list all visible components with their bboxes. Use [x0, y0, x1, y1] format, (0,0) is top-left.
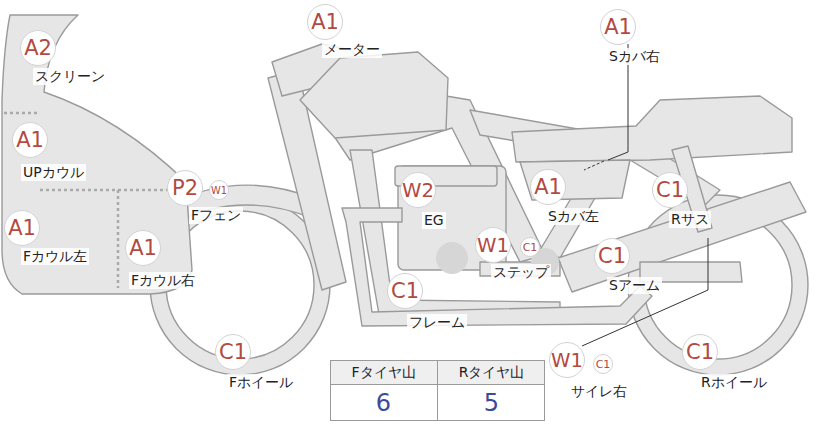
part-name: UPカウル	[21, 164, 86, 181]
fuel-tank	[300, 52, 448, 138]
part-name: ステップ	[491, 264, 551, 281]
damage-code: P2	[168, 171, 202, 205]
part-name: Fホイール	[227, 374, 295, 391]
grade-circle: C1Rホイール	[682, 334, 718, 370]
tyre-table	[330, 360, 545, 421]
damage-code: C1	[594, 355, 612, 373]
part-name: メーター	[322, 41, 382, 58]
part-name: Sアーム	[607, 277, 662, 294]
seat	[512, 96, 792, 162]
leader-line	[582, 238, 708, 346]
damage-code: A1	[13, 123, 47, 157]
grade-circle: A1Sカバ右	[600, 9, 636, 45]
tyre-depth-value: 5	[438, 385, 545, 421]
exhaust-pipe	[342, 208, 652, 326]
grade-circle: A1UPカウル	[12, 122, 48, 158]
damage-code: C1	[595, 239, 629, 273]
leader-line	[584, 161, 604, 170]
grade-circle: C1Fホイール	[215, 334, 251, 370]
grade-circle: A1Sカバ左	[530, 169, 566, 205]
grade-circle: C1フレーム	[387, 273, 423, 309]
grade-circle: P2Fフェン	[167, 170, 203, 206]
damage-code: C1	[216, 335, 250, 369]
grade-circle: W1サイレ右	[549, 342, 585, 378]
parting-line	[4, 112, 40, 115]
part-name: Fカウル左	[21, 248, 89, 265]
damage-code: W2	[401, 173, 435, 207]
part-name: Rサス	[669, 211, 711, 228]
damage-code: C1	[683, 335, 717, 369]
part-name: サイレ右	[569, 383, 629, 400]
grade-circle: A1Fカウル右	[125, 230, 161, 266]
damage-code: A2	[21, 31, 55, 65]
small-grade-circle: C1	[593, 354, 613, 374]
damage-code: A1	[601, 10, 635, 44]
parting-line	[40, 189, 168, 192]
small-grade-circle: C1	[520, 237, 540, 257]
damage-code: W1	[476, 228, 510, 262]
grade-circle: A1Fカウル左	[4, 210, 40, 246]
damage-code: C1	[521, 238, 539, 256]
grade-circle: W1ステップ	[475, 227, 511, 263]
damage-code: W1	[210, 181, 228, 199]
damage-code: W1	[550, 343, 584, 377]
damage-code: A1	[531, 170, 565, 204]
damage-code: C1	[388, 274, 422, 308]
part-name: スクリーン	[33, 68, 107, 85]
tyre-depth-value: 6	[330, 385, 437, 421]
part-name: Fフェン	[189, 207, 243, 224]
cowl	[2, 15, 192, 294]
table-header: Fタイヤ山	[330, 360, 437, 384]
small-grade-circle: W1	[209, 180, 229, 200]
part-name: Sカバ左	[546, 208, 601, 225]
part-name: Fカウル右	[129, 272, 197, 289]
table-rule	[437, 360, 438, 421]
engine-cover	[436, 242, 468, 274]
grade-circle: C1Rサス	[652, 172, 688, 208]
part-name: EG	[422, 212, 446, 229]
part-name: Rホイール	[699, 374, 769, 391]
damage-code: C1	[653, 173, 687, 207]
table-border	[331, 361, 545, 421]
grade-circle: W2EG	[400, 172, 436, 208]
part-name: Sカバ右	[607, 48, 662, 65]
part-name: フレーム	[407, 314, 467, 331]
parting-line	[117, 190, 120, 288]
damage-code: A1	[5, 211, 39, 245]
table-header: Rタイヤ山	[438, 360, 545, 384]
damage-code: A1	[126, 231, 160, 265]
grade-circle: A1メーター	[307, 4, 343, 40]
grade-circle: C1Sアーム	[594, 238, 630, 274]
damage-code: A1	[308, 5, 342, 39]
grade-circle: A2スクリーン	[20, 30, 56, 66]
